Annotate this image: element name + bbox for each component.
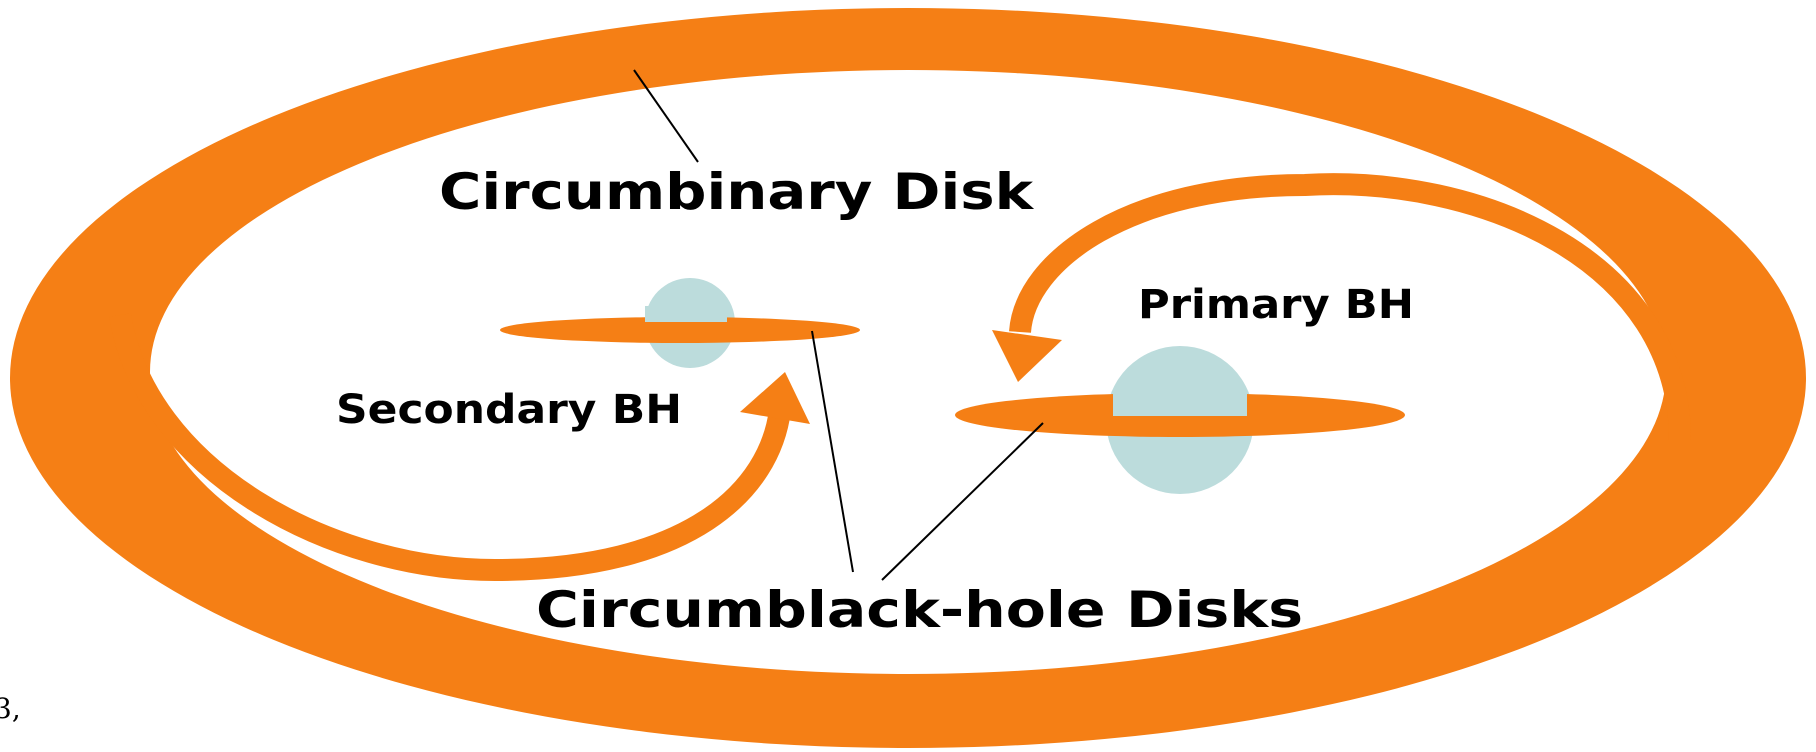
- primary-orbit-arrowhead: [992, 330, 1062, 382]
- primary-black-hole: [955, 346, 1405, 494]
- secondary-orbit-arrow: [109, 313, 791, 582]
- circumbinary-disk-label: Circumbinary Disk: [439, 163, 1035, 221]
- secondary-bh-label: Secondary BH: [336, 387, 682, 433]
- secondary-circumblackhole-disk: [500, 317, 860, 343]
- primary-disk-leader-line: [881, 422, 1044, 581]
- primary-bh-cap: [1113, 392, 1247, 416]
- circumblackhole-disks-label: Circumblack-hole Disks: [536, 581, 1303, 639]
- primary-bh-label: Primary BH: [1138, 282, 1414, 328]
- edge-text-fragment: 3,: [0, 692, 21, 725]
- secondary-bh-cap: [645, 306, 727, 322]
- primary-orbit-arrow: [1009, 173, 1691, 441]
- secondary-orbit-arrowhead: [740, 372, 810, 424]
- secondary-black-hole: [500, 278, 860, 368]
- circumbinary-leader-line: [633, 69, 699, 163]
- secondary-disk-leader-line: [811, 330, 854, 573]
